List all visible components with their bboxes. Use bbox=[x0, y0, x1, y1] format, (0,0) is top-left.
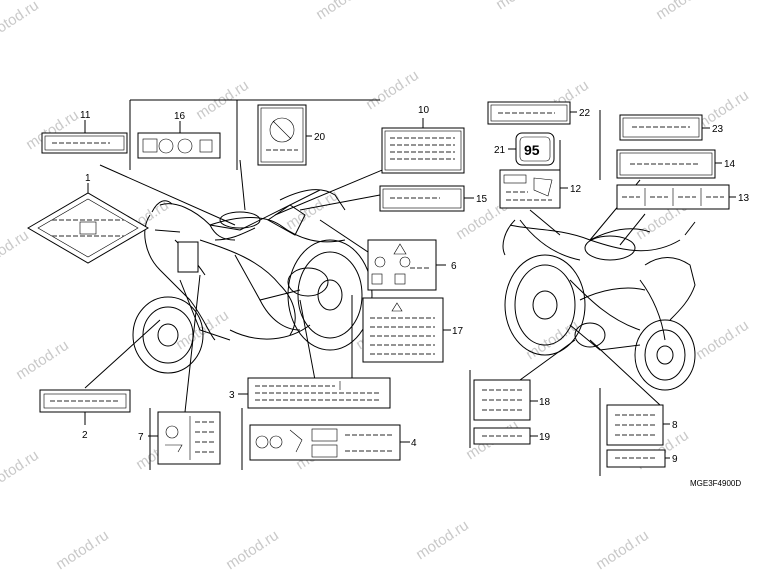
label-8 bbox=[606, 404, 670, 446]
callout-6: 6 bbox=[451, 261, 457, 272]
label-12 bbox=[499, 169, 568, 209]
label-18 bbox=[473, 379, 538, 421]
label-1 bbox=[27, 183, 149, 264]
label-13 bbox=[616, 184, 736, 210]
label-20 bbox=[257, 104, 312, 166]
callout-10: 10 bbox=[418, 105, 430, 116]
watermark-text: motod.ru bbox=[53, 527, 112, 574]
watermark-text: motod.ru bbox=[0, 447, 42, 494]
callout-23: 23 bbox=[712, 124, 724, 135]
watermark-text: motod.ru bbox=[133, 0, 192, 3]
callout-13: 13 bbox=[738, 193, 750, 204]
label-6 bbox=[367, 239, 446, 291]
motorcycle-left-illustration bbox=[132, 189, 373, 374]
label-10 bbox=[381, 118, 465, 174]
callout-16: 16 bbox=[174, 111, 186, 122]
watermark-text: motod.ru bbox=[223, 527, 282, 574]
callout-12: 12 bbox=[570, 184, 582, 195]
callout-9: 9 bbox=[672, 454, 678, 465]
label-11 bbox=[41, 120, 128, 154]
watermark-text: motod.ru bbox=[693, 317, 752, 364]
label-14 bbox=[616, 149, 722, 179]
callout-21: 21 bbox=[494, 145, 506, 156]
watermark-text: motod.ru bbox=[0, 227, 32, 274]
callout-19: 19 bbox=[539, 432, 551, 443]
callout-7: 7 bbox=[138, 432, 144, 443]
callout-numbers: 11 16 20 1 2 7 3 4 10 15 6 17 22 21 12 2… bbox=[80, 105, 750, 465]
label-15 bbox=[379, 185, 474, 212]
callout-1: 1 bbox=[85, 173, 91, 184]
label-21 bbox=[508, 132, 555, 166]
callout-2: 2 bbox=[82, 430, 88, 441]
callout-8: 8 bbox=[672, 420, 678, 431]
watermark-text: motod.ru bbox=[13, 337, 72, 384]
label-4 bbox=[249, 424, 410, 461]
label-17 bbox=[362, 297, 451, 363]
octane-95-text: 95 bbox=[524, 142, 540, 158]
label-3 bbox=[238, 377, 391, 409]
label-7 bbox=[148, 411, 221, 465]
watermark-text: motod.ru bbox=[413, 517, 472, 564]
section-lines bbox=[129, 99, 601, 476]
label-23 bbox=[619, 114, 710, 141]
callout-17: 17 bbox=[452, 326, 464, 337]
label-19 bbox=[473, 427, 538, 445]
callout-14: 14 bbox=[724, 159, 736, 170]
watermark-text: motod.ru bbox=[313, 0, 372, 23]
label-16 bbox=[137, 121, 221, 159]
callout-18: 18 bbox=[539, 397, 551, 408]
callout-20: 20 bbox=[314, 132, 326, 143]
watermark-text: motod.ru bbox=[363, 67, 422, 114]
callout-4: 4 bbox=[411, 438, 417, 449]
callout-22: 22 bbox=[579, 108, 591, 119]
watermark-text: motod.ru bbox=[0, 0, 42, 43]
diagram-code: MGE3F4900D bbox=[690, 479, 741, 488]
callout-3: 3 bbox=[229, 390, 235, 401]
callout-15: 15 bbox=[476, 194, 488, 205]
callout-11: 11 bbox=[80, 110, 91, 121]
watermark-text: motod.ru bbox=[653, 0, 712, 23]
label-2 bbox=[39, 389, 131, 425]
label-9 bbox=[606, 449, 670, 468]
label-22 bbox=[487, 101, 577, 125]
watermark-text: motod.ru bbox=[493, 0, 552, 13]
watermark-text: motod.ru bbox=[593, 527, 652, 574]
motorcycle-right-illustration bbox=[502, 219, 696, 391]
